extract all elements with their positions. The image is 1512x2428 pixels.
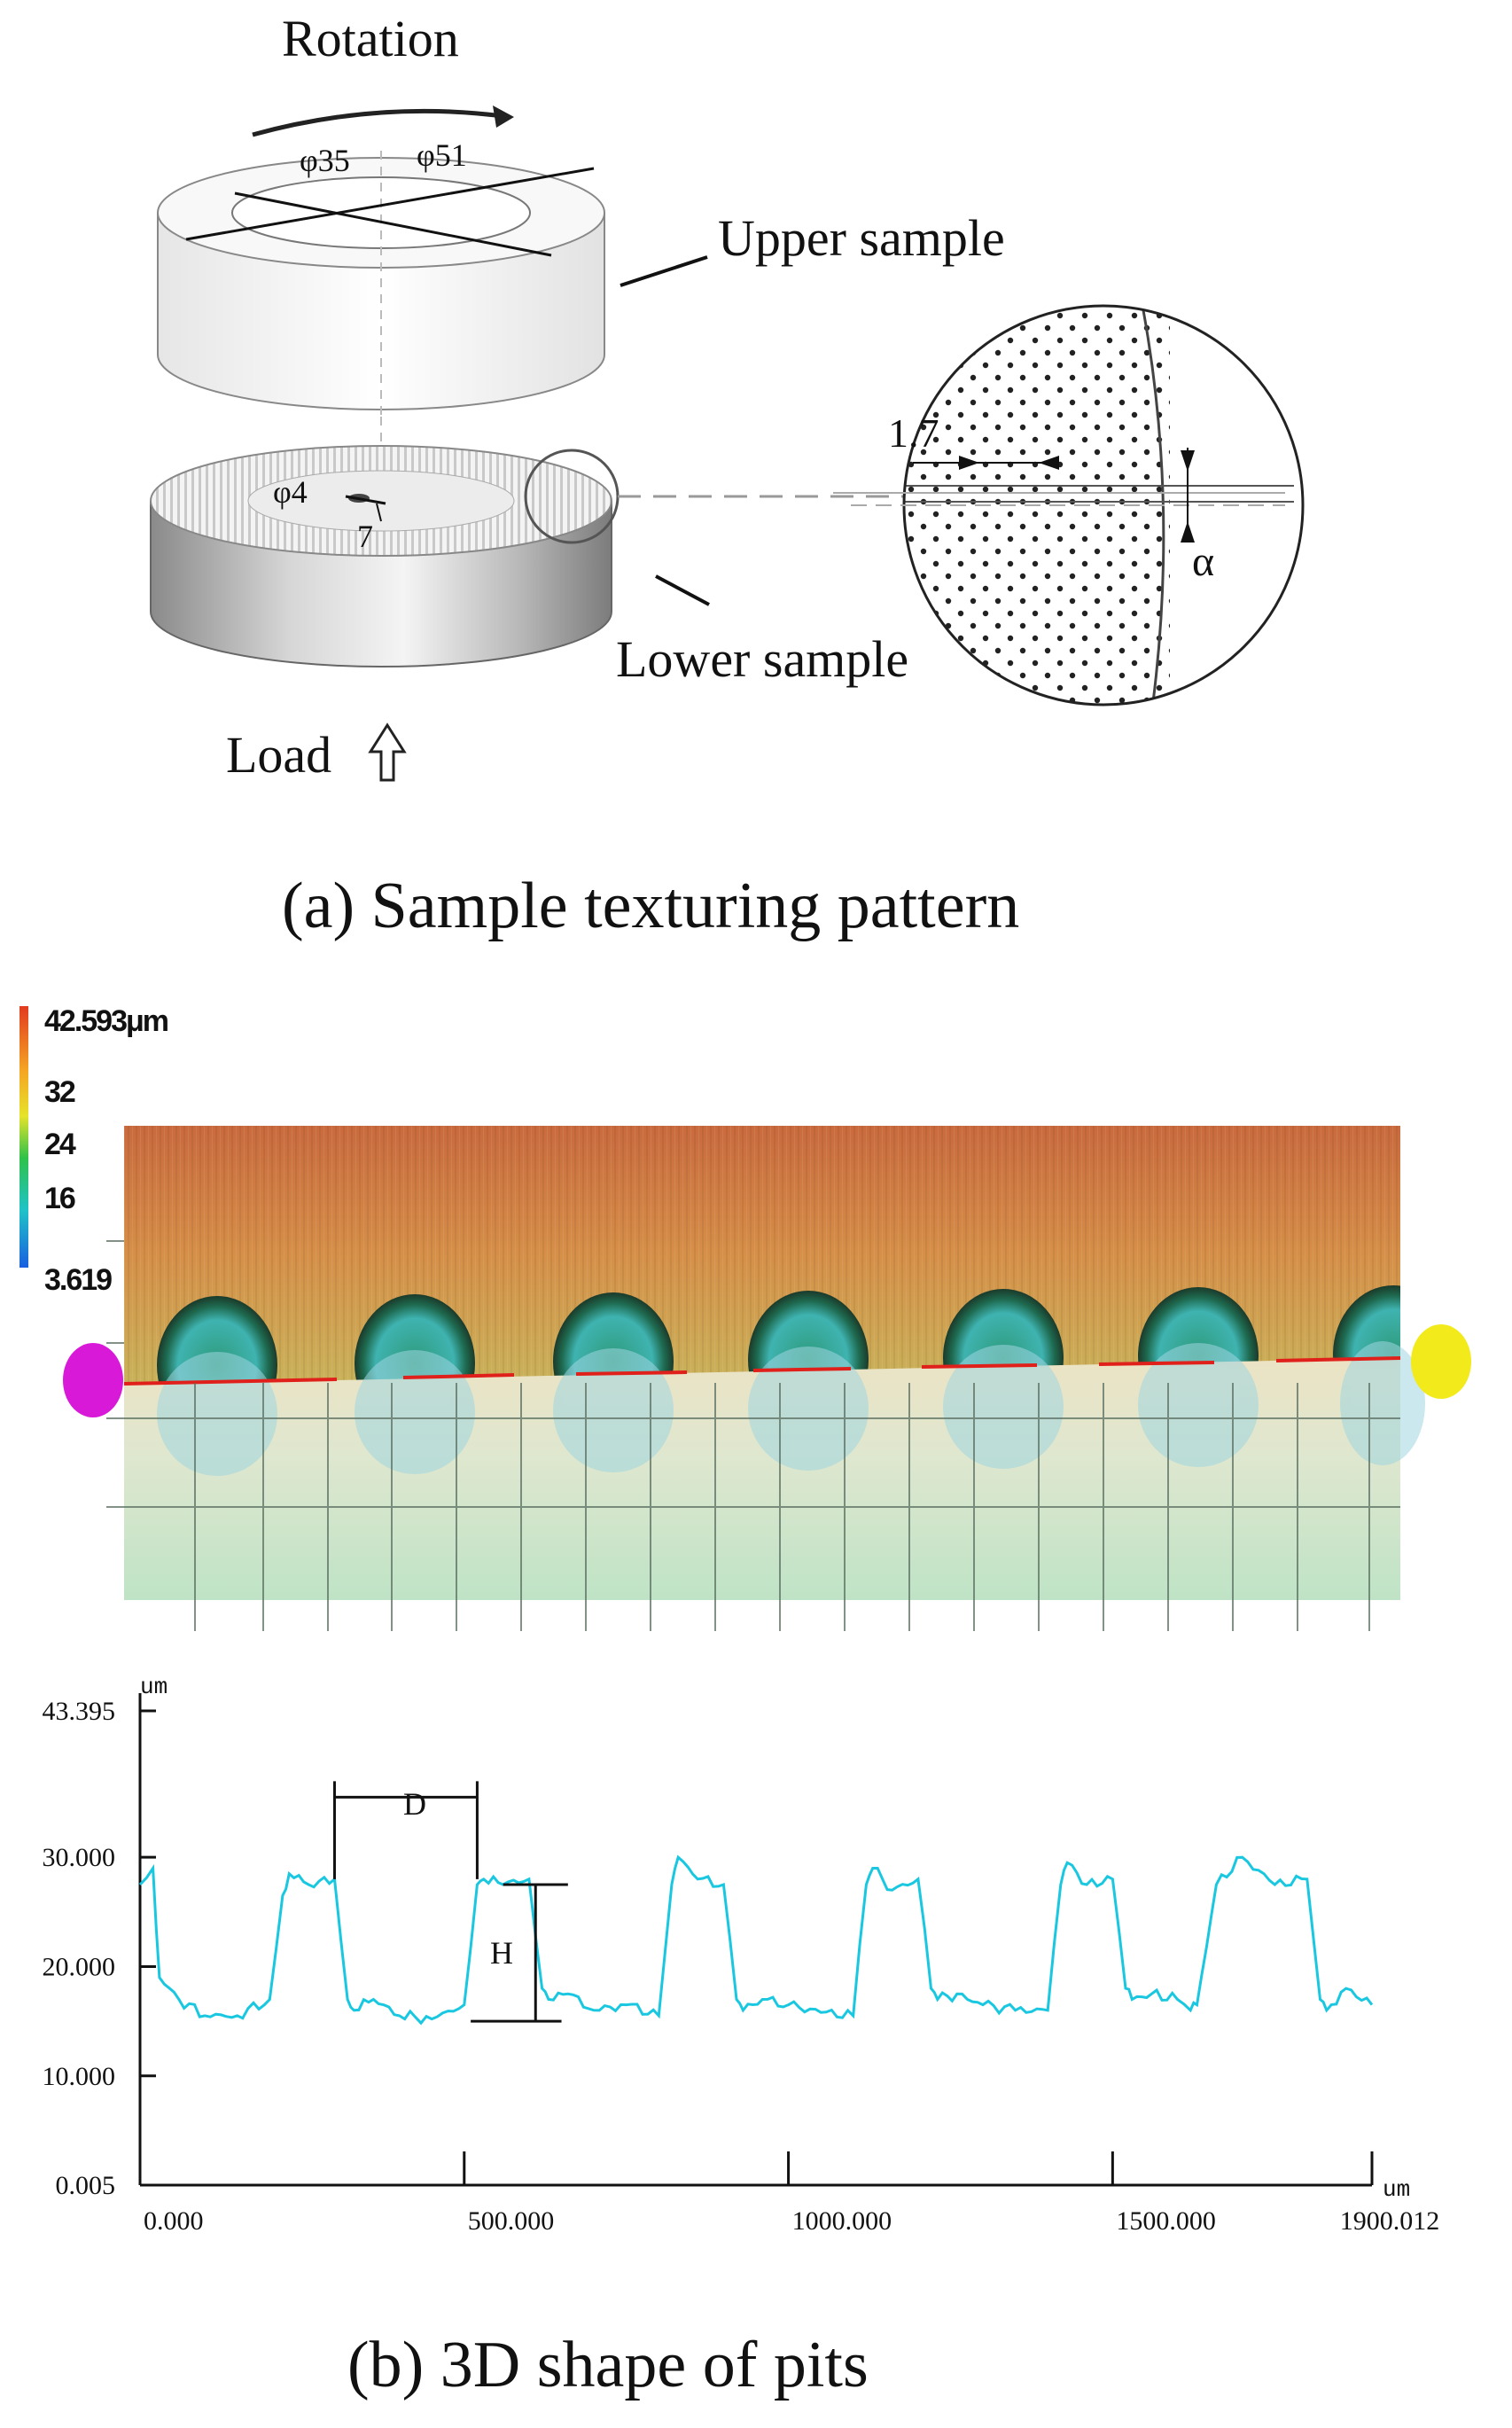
lower-sample-disc xyxy=(150,445,612,668)
dimension-line-phi51 xyxy=(185,167,595,241)
dimension-line-phi35 xyxy=(234,191,552,257)
colorbar-tick-16: 16 xyxy=(44,1182,76,1215)
upper-sample-leader xyxy=(620,255,708,287)
rotation-label: Rotation xyxy=(282,10,459,67)
colorbar-min-label: 3.619 xyxy=(44,1263,113,1297)
x-tick-label: 1500.000 xyxy=(1116,2206,1216,2236)
caption-a: (a) Sample texturing pattern xyxy=(282,870,1020,942)
section-end-marker xyxy=(1411,1324,1471,1399)
load-label: Load xyxy=(226,726,332,784)
rotation-arrowhead xyxy=(493,105,514,128)
x-tick-label: 1900.012 xyxy=(1340,2206,1440,2236)
caption-b: (b) 3D shape of pits xyxy=(347,2329,869,2401)
rig-diagram xyxy=(150,105,1305,782)
profile-series xyxy=(138,1854,1374,2026)
magnified-texture-view xyxy=(902,304,1305,707)
y-tick-label: 43.395 xyxy=(43,1697,116,1726)
x-tick-label: 0.000 xyxy=(144,2206,204,2236)
y-tick-label: 0.005 xyxy=(56,2171,116,2200)
phi4-label: φ4 xyxy=(273,474,308,510)
pit-reflections xyxy=(157,1341,1425,1476)
angle-label: α xyxy=(1192,538,1215,585)
y-axis-unit: um xyxy=(140,1674,168,1700)
phi35-label: φ35 xyxy=(300,143,350,178)
angle-arrowhead-bottom xyxy=(1181,521,1195,543)
pitch-label: 1.7 xyxy=(888,410,939,456)
profile-line xyxy=(138,1854,1374,2026)
colorbar-tick-32: 32 xyxy=(44,1075,76,1109)
lower-sample-label: Lower sample xyxy=(616,630,909,688)
annotation-d-label: D xyxy=(403,1786,426,1822)
pitch-arrowhead-left xyxy=(959,456,979,470)
dim7-label: 7 xyxy=(357,519,373,554)
y-tick-label: 10.000 xyxy=(43,2062,116,2091)
lower-sample-leader xyxy=(655,574,710,606)
colorbar xyxy=(19,1006,28,1268)
colorbar-max-label: 42.593μm xyxy=(44,1004,169,1038)
profile-ticks: 0.005 10.000 20.000 30.000 43.395 0.000 500.00… xyxy=(43,1697,1440,2236)
colorbar-tick-24: 24 xyxy=(44,1128,76,1161)
pitch-arrowhead-right xyxy=(1039,456,1059,470)
phi51-label: φ51 xyxy=(417,137,467,173)
x-tick-label: 500.000 xyxy=(468,2206,555,2236)
angle-arrowhead-top xyxy=(1181,450,1195,472)
x-tick-label: 1000.000 xyxy=(792,2206,892,2236)
y-tick-label: 20.000 xyxy=(43,1952,116,1981)
x-axis-unit: um xyxy=(1383,2176,1411,2203)
measurement-grid xyxy=(106,1240,1400,1631)
profile-annotations xyxy=(332,1781,568,2023)
profile-section-lines xyxy=(123,1356,1401,1386)
profile-chart: 0.005 10.000 20.000 30.000 43.395 0.000 500.00… xyxy=(43,1693,1440,2236)
surface-height-map xyxy=(19,1006,1471,1631)
load-arrow-icon xyxy=(368,722,407,782)
rotation-arrow xyxy=(252,108,510,137)
section-start-marker xyxy=(63,1343,123,1417)
upper-sample-label: Upper sample xyxy=(718,209,1005,267)
profile-axes xyxy=(138,1693,1372,2187)
y-tick-label: 30.000 xyxy=(43,1843,116,1872)
annotation-h-label: H xyxy=(490,1935,513,1971)
upper-sample-ring xyxy=(157,151,605,417)
